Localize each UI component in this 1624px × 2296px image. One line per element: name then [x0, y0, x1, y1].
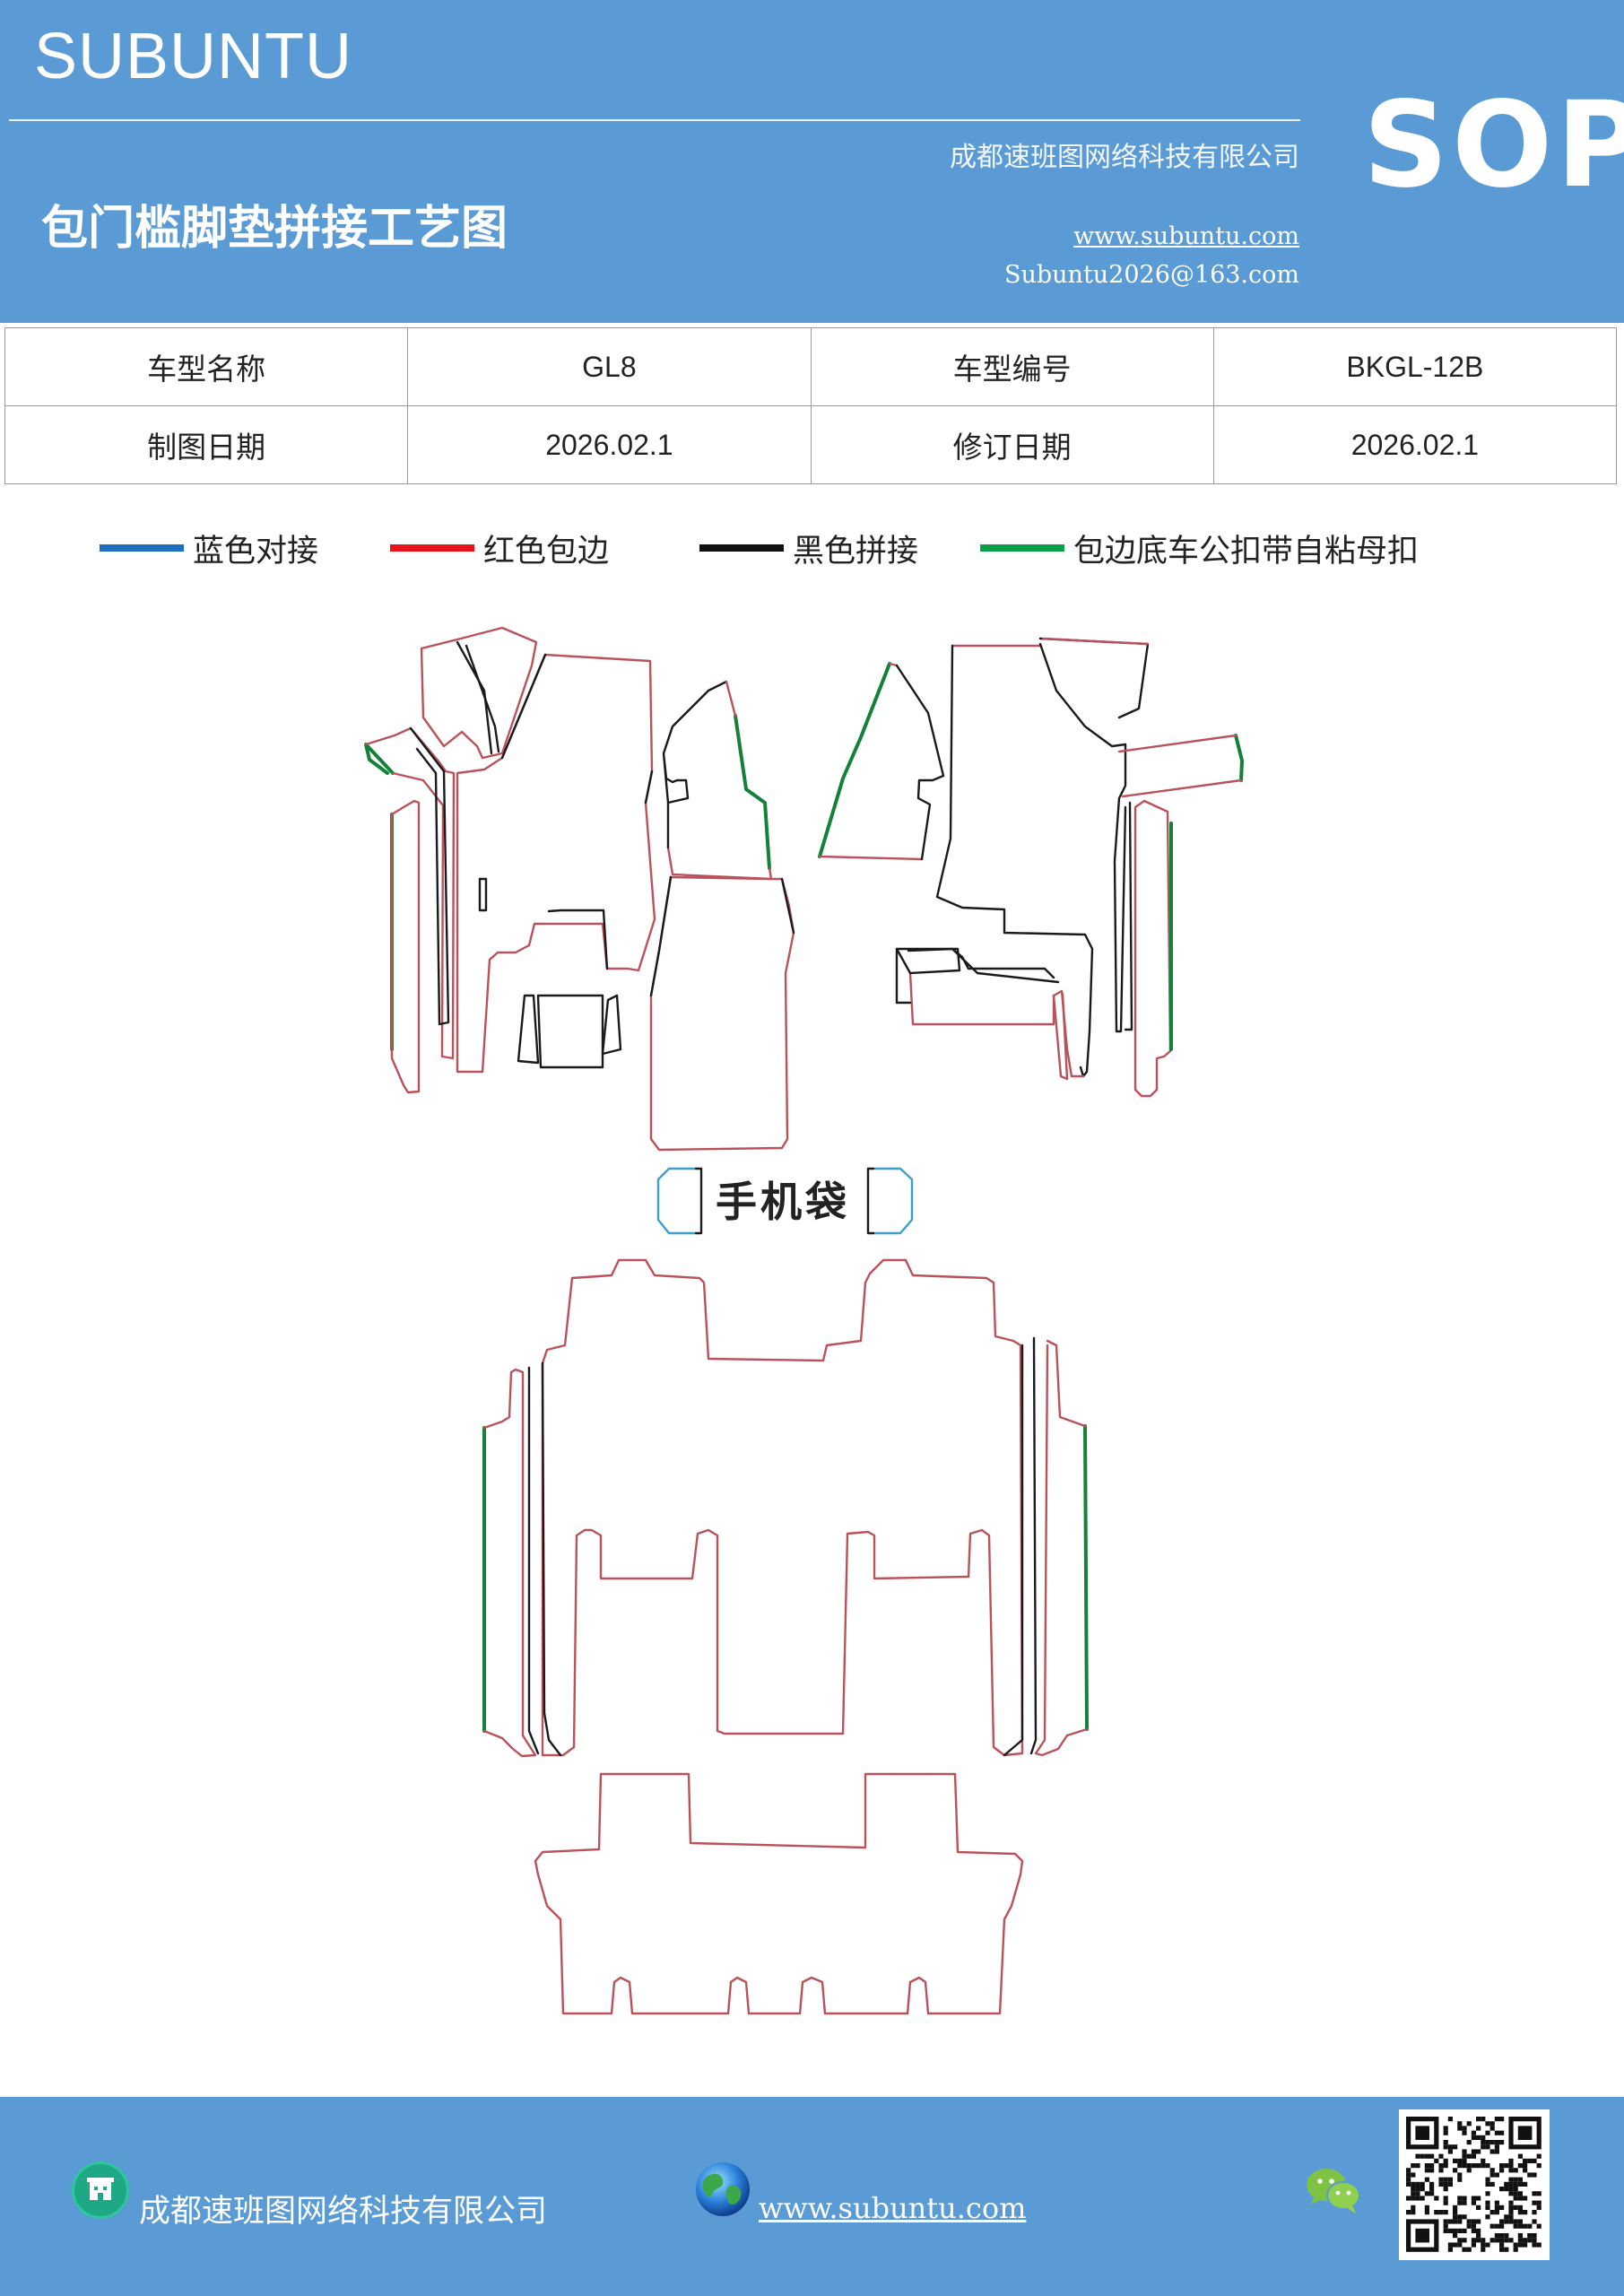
legend-label-green: 包边底车公扣带自粘母扣 — [1073, 533, 1420, 570]
phone-pocket-shapes — [656, 1167, 914, 1235]
legend-item-blue: 蓝色对接 — [100, 526, 318, 570]
floor-mat-diagram — [364, 626, 1244, 2015]
brand-wordmark: SUBUNTU — [34, 21, 353, 92]
third-row-mat — [534, 1772, 1024, 2015]
legend-item-black: 黑色拼接 — [699, 526, 918, 570]
table-row: 车型名称 GL8 车型编号 BKGL-12B — [4, 327, 1618, 406]
value-drawing-date: 2026.02.1 — [407, 405, 812, 484]
header-divider — [9, 119, 1300, 121]
legend-item-red: 红色包边 — [390, 526, 609, 570]
legend-swatch-red — [390, 544, 474, 552]
value-model-code: BKGL-12B — [1212, 327, 1618, 406]
label-drawing-date: 制图日期 — [4, 405, 409, 484]
legend-label-red: 红色包边 — [483, 533, 610, 570]
center-aisle-mat — [649, 680, 795, 1152]
second-row-mat — [482, 1258, 1089, 1758]
legend-item-green: 包边底车公扣带自粘母扣 — [980, 526, 1419, 570]
header-company-name: 成都速班图网络科技有限公司 — [950, 142, 1299, 173]
building-icon — [72, 2161, 129, 2219]
value-revision-date: 2026.02.1 — [1212, 405, 1618, 484]
value-model-name: GL8 — [407, 327, 812, 406]
sop-badge: SOP — [1363, 76, 1624, 214]
phone-pocket-label: 手机袋 — [716, 1178, 850, 1226]
header-email[interactable]: Subuntu2026@163.com — [1004, 261, 1299, 289]
globe-icon — [696, 2162, 750, 2216]
label-revision-date: 修订日期 — [810, 405, 1214, 484]
table-row: 制图日期 2026.02.1 修订日期 2026.02.1 — [4, 405, 1618, 484]
footer-company-name: 成都速班图网络科技有限公司 — [139, 2194, 548, 2230]
vehicle-info-table: 车型名称 GL8 车型编号 BKGL-12B 制图日期 2026.02.1 修订… — [4, 327, 1618, 484]
header-website-link[interactable]: www.subuntu.com — [1073, 222, 1299, 250]
legend-label-blue: 蓝色对接 — [193, 533, 319, 570]
wechat-icon[interactable] — [1302, 2163, 1365, 2217]
legend-swatch-blue — [100, 544, 184, 552]
document-title: 包门槛脚垫拼接工艺图 — [41, 201, 508, 256]
legend-label-black: 黑色拼接 — [793, 533, 919, 570]
legend-swatch-black — [699, 544, 784, 552]
label-model-name: 车型名称 — [4, 327, 409, 406]
footer-website-link[interactable]: www.subuntu.com — [759, 2191, 1027, 2225]
front-left-mat — [364, 626, 656, 1094]
header-banner — [0, 0, 1624, 323]
qr-code — [1399, 2109, 1550, 2260]
legend-swatch-green — [980, 544, 1064, 552]
front-right-mat — [818, 637, 1244, 1098]
label-model-code: 车型编号 — [810, 327, 1214, 406]
